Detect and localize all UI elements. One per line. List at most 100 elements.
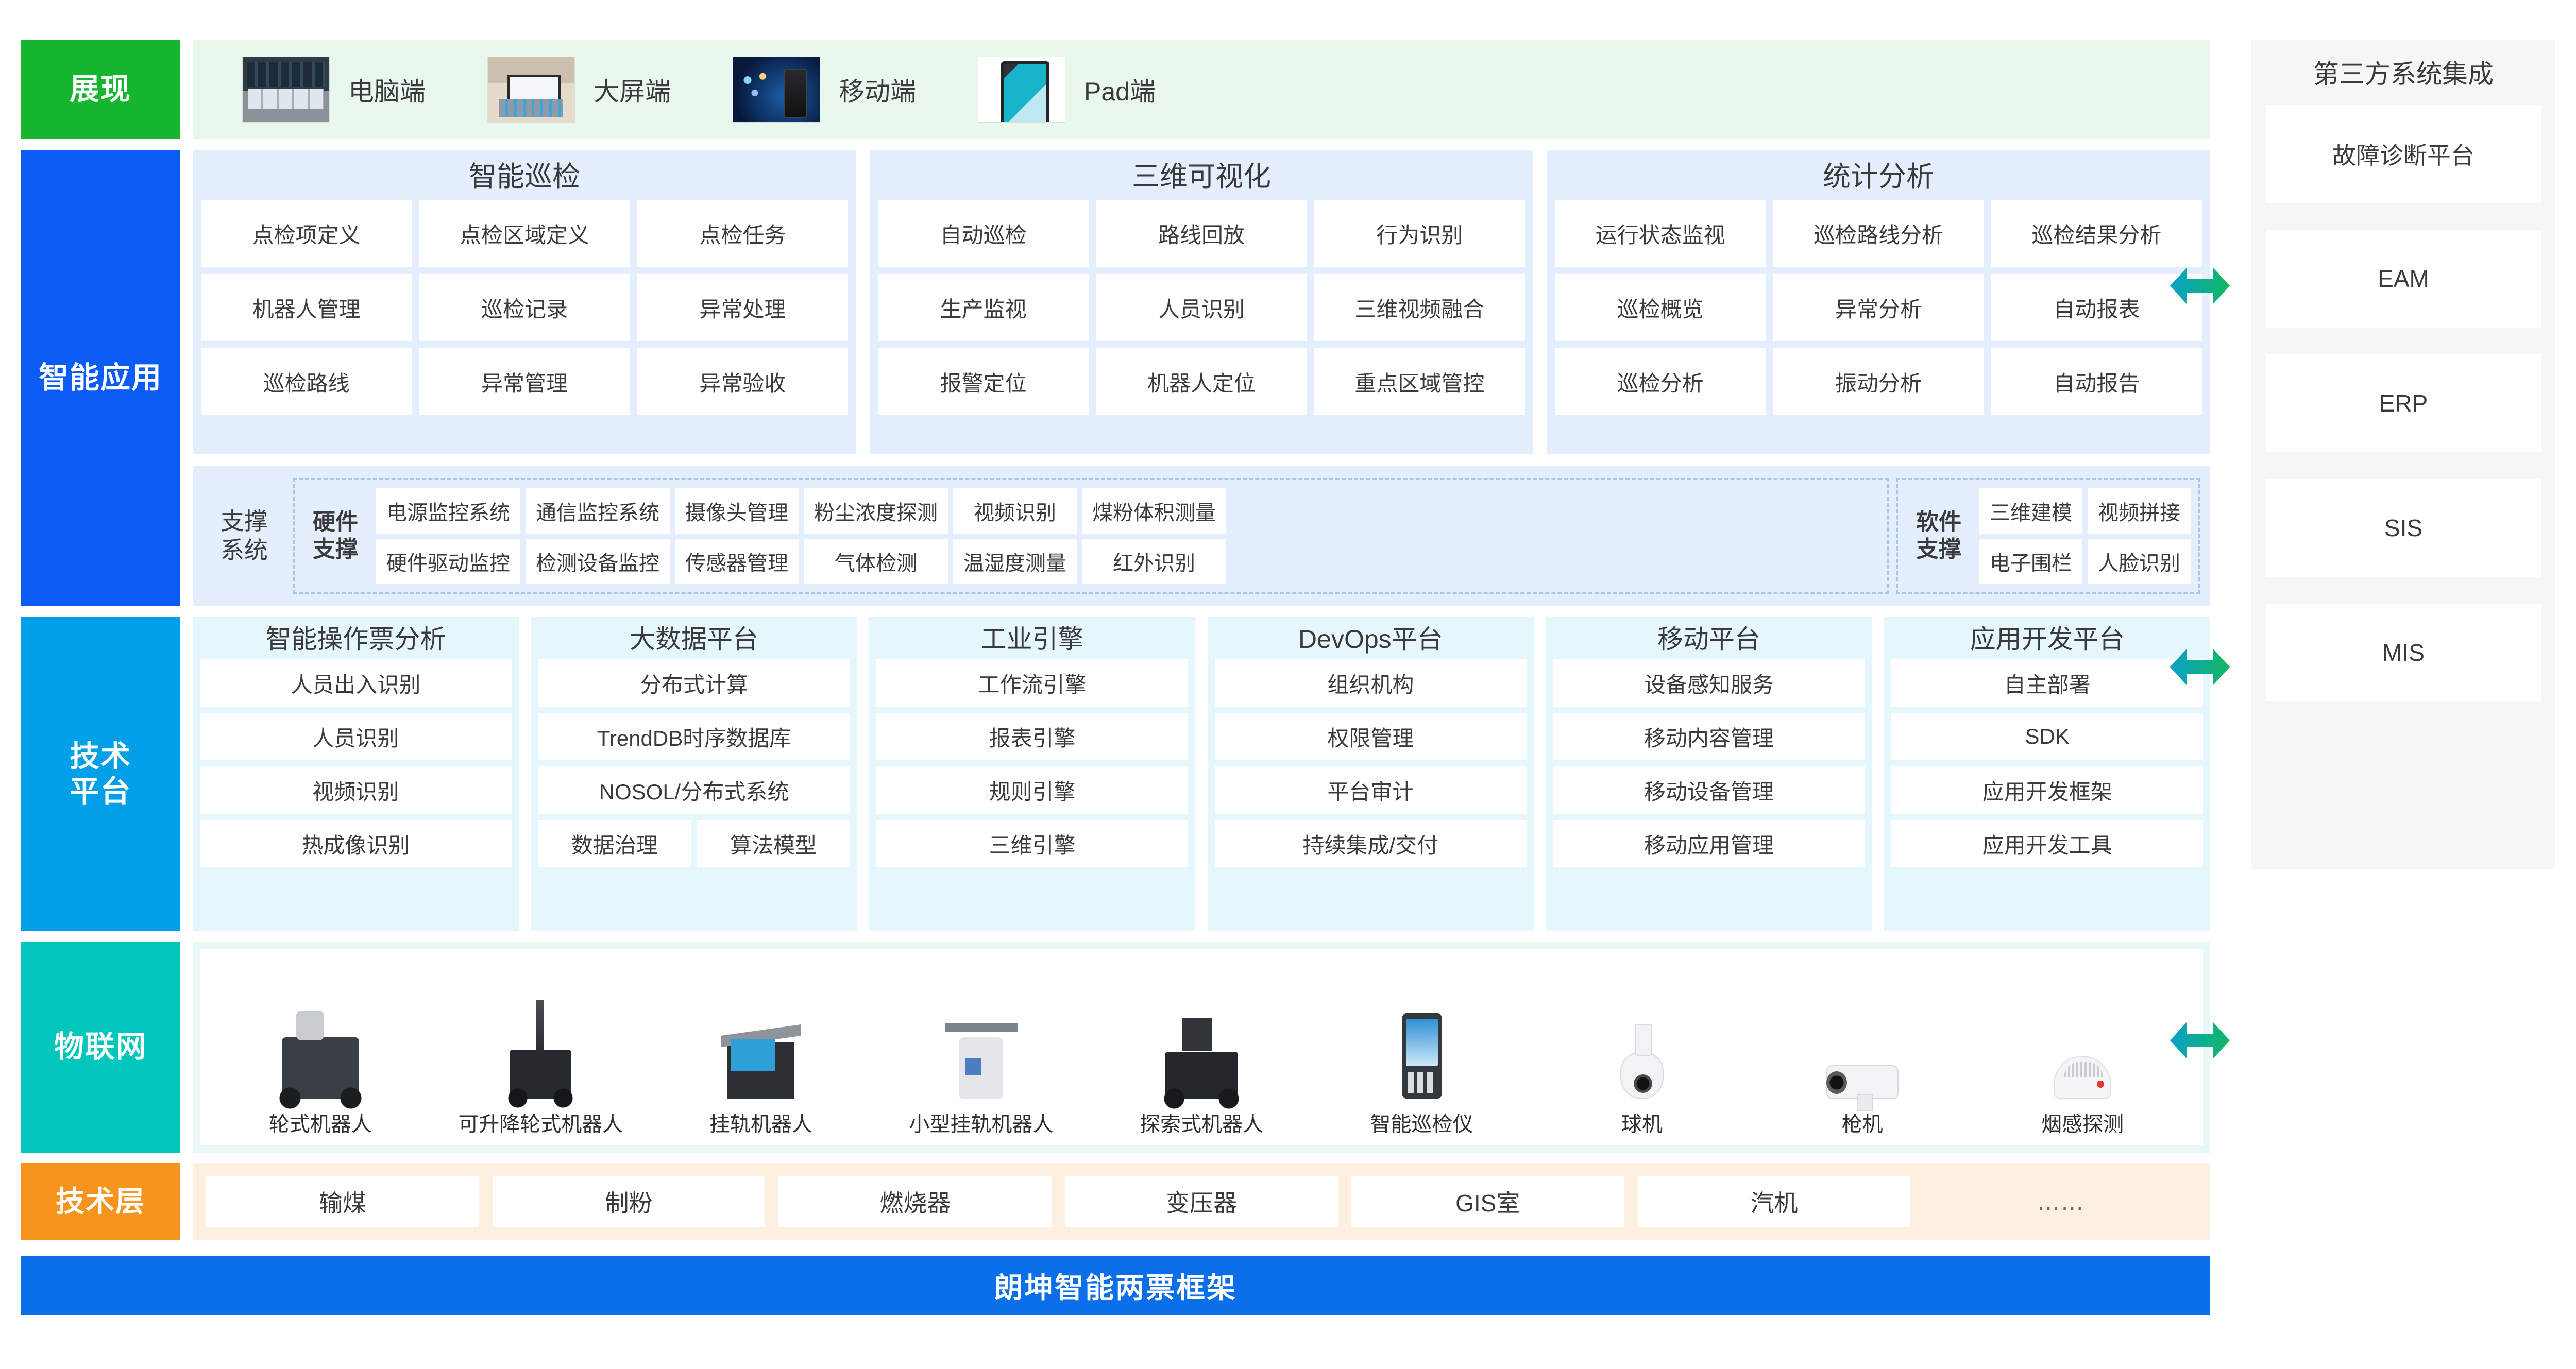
app-cell[interactable]: 生产监视 [878,274,1089,341]
support-cell[interactable]: 电源监控系统 [376,488,520,534]
base-cell[interactable]: GIS室 [1351,1176,1624,1227]
app-cell[interactable]: 重点区域管控 [1314,348,1525,415]
third-party-item[interactable]: ERP [2266,354,2541,452]
tech-cell[interactable]: 应用开发工具 [1891,820,2204,867]
tech-cell[interactable]: 移动设备管理 [1553,766,1865,814]
tech-cell[interactable]: 组织机构 [1215,659,1527,707]
app-cell[interactable]: 机器人管理 [201,274,412,341]
support-cell[interactable]: 通信监控系统 [526,488,670,534]
tech-cell[interactable]: 数据治理 [538,820,691,867]
tech-cell[interactable]: TrendDB时序数据库 [538,713,850,760]
support-cell[interactable]: 硬件驱动监控 [376,538,520,584]
tech-label-line2: 平台 [69,775,131,808]
iot-device-liftable-wheeled-robot[interactable]: 可升降轮式机器人 [458,1000,623,1137]
iot-device-handheld-inspector[interactable]: 智能巡检仪 [1345,1001,1499,1137]
app-cell[interactable]: 人员识别 [1096,274,1307,341]
support-cell[interactable]: 人脸识别 [2088,538,2191,584]
base-cell[interactable]: 制粉 [492,1176,766,1227]
app-cell[interactable]: 点检项定义 [201,200,412,267]
app-cell[interactable]: 自动报表 [1991,274,2202,341]
tech-cell[interactable]: 视频识别 [200,766,512,814]
base-cell[interactable]: 汽机 [1637,1176,1911,1227]
iot-device-bullet-camera[interactable]: 枪机 [1785,1001,1940,1137]
app-cell[interactable]: 报警定位 [878,348,1089,415]
app-cell[interactable]: 机器人定位 [1096,348,1307,415]
third-party-item[interactable]: EAM [2266,230,2541,328]
presentation-item-mobile[interactable]: 移动端 [733,57,916,123]
tech-cell[interactable]: 分布式计算 [538,659,850,707]
app-group-3d-visualization: 三维可视化 自动巡检 路线回放 行为识别 生产监视 人员识别 三维视频融合 报警… [870,150,1533,454]
app-cell[interactable]: 巡检路线分析 [1773,200,1984,267]
dome-camera-icon [1596,1001,1688,1102]
tech-cell[interactable]: 设备感知服务 [1553,659,1865,707]
iot-device-wheeled-robot[interactable]: 轮式机器人 [243,1001,398,1137]
app-cell[interactable]: 自动报告 [1991,348,2202,415]
app-cell[interactable]: 巡检结果分析 [1991,200,2202,267]
software-support-label: 软件 支撑 [1905,509,1972,563]
tech-cell[interactable]: 移动内容管理 [1553,713,1865,760]
tech-cell[interactable]: 移动应用管理 [1553,820,1865,867]
support-cell[interactable]: 三维建模 [1979,488,2082,534]
support-cell[interactable]: 检测设备监控 [526,538,670,584]
app-cell[interactable]: 点检区域定义 [419,200,630,267]
tech-cell[interactable]: 应用开发框架 [1891,766,2204,814]
app-cell[interactable]: 巡检记录 [419,274,630,341]
tech-cell[interactable]: 平台审计 [1215,766,1527,814]
app-cell[interactable]: 异常验收 [637,348,848,415]
tech-cell[interactable]: 人员出入识别 [200,659,512,707]
support-cell[interactable]: 视频识别 [953,488,1077,534]
iot-device-exploration-robot[interactable]: 探索式机器人 [1124,1001,1279,1137]
tech-cell[interactable]: 权限管理 [1215,713,1527,760]
app-cell[interactable]: 异常管理 [419,348,630,415]
support-cell[interactable]: 气体检测 [804,538,948,584]
app-cell[interactable]: 巡检概览 [1555,274,1766,341]
iot-device-small-rail-robot[interactable]: 小型挂轨机器人 [904,1001,1058,1137]
presentation-item-pc[interactable]: 电脑端 [242,57,426,123]
app-cell[interactable]: 自动巡检 [878,200,1089,267]
app-cell[interactable]: 异常处理 [637,274,848,341]
support-cell[interactable]: 摄像头管理 [675,488,799,534]
presentation-item-bigscreen[interactable]: 大屏端 [487,57,671,123]
app-cell[interactable]: 巡检路线 [201,348,412,415]
base-cell[interactable]: 变压器 [1065,1176,1338,1227]
small-rail-robot-icon [935,1001,1027,1102]
third-party-item[interactable]: SIS [2266,479,2541,577]
iot-device-rail-robot[interactable]: 挂轨机器人 [684,1001,838,1137]
tech-cell[interactable]: NOSOL/分布式系统 [538,766,850,814]
tech-cell[interactable]: 算法模型 [697,820,850,867]
support-cell[interactable]: 视频拼接 [2088,488,2191,534]
tech-cell[interactable]: 三维引擎 [876,820,1189,867]
support-cell[interactable]: 煤粉体积测量 [1082,488,1226,534]
app-cell[interactable]: 振动分析 [1773,348,1984,415]
support-cell[interactable]: 红外识别 [1082,538,1226,584]
app-cell[interactable]: 巡检分析 [1555,348,1766,415]
app-cell[interactable]: 点检任务 [637,200,848,267]
tech-cell[interactable]: 人员识别 [200,713,512,760]
app-cell[interactable]: 三维视频融合 [1314,274,1525,341]
third-party-item[interactable]: MIS [2266,604,2541,701]
tech-cell[interactable]: 报表引擎 [876,713,1189,760]
support-cell[interactable]: 电子围栏 [1979,538,2082,584]
app-cell[interactable]: 运行状态监视 [1555,200,1766,267]
support-cell[interactable]: 传感器管理 [675,538,799,584]
base-cell[interactable]: 燃烧器 [778,1176,1052,1227]
iot-device-dome-camera[interactable]: 球机 [1565,1001,1719,1137]
bullet-camera-icon [1816,1001,1909,1111]
app-cell[interactable]: 行为识别 [1314,200,1525,267]
support-cell[interactable]: 温湿度测量 [953,538,1077,584]
presentation-item-pad[interactable]: Pad端 [978,57,1156,123]
tech-cell[interactable]: 自主部署 [1891,659,2204,707]
tech-cell[interactable]: 持续集成/交付 [1215,820,1527,867]
app-cell[interactable]: 异常分析 [1773,274,1984,341]
app-cell[interactable]: 路线回放 [1096,200,1307,267]
support-cell[interactable]: 粉尘浓度探测 [804,488,948,534]
third-party-item[interactable]: 故障诊断平台 [2266,105,2541,203]
iot-device-smoke-detector[interactable]: 烟感探测 [2005,1001,2160,1137]
tech-column-mobile-platform: 移动平台 设备感知服务 移动内容管理 移动设备管理 移动应用管理 [1546,617,1872,931]
tech-cell[interactable]: SDK [1891,713,2204,760]
tech-cell[interactable]: 热成像识别 [200,820,512,867]
tech-cell[interactable]: 规则引擎 [876,766,1189,814]
tech-column-industrial-engine: 工业引擎 工作流引擎 报表引擎 规则引擎 三维引擎 [869,617,1196,931]
base-cell[interactable]: 输煤 [206,1176,479,1227]
tech-cell[interactable]: 工作流引擎 [876,659,1189,707]
